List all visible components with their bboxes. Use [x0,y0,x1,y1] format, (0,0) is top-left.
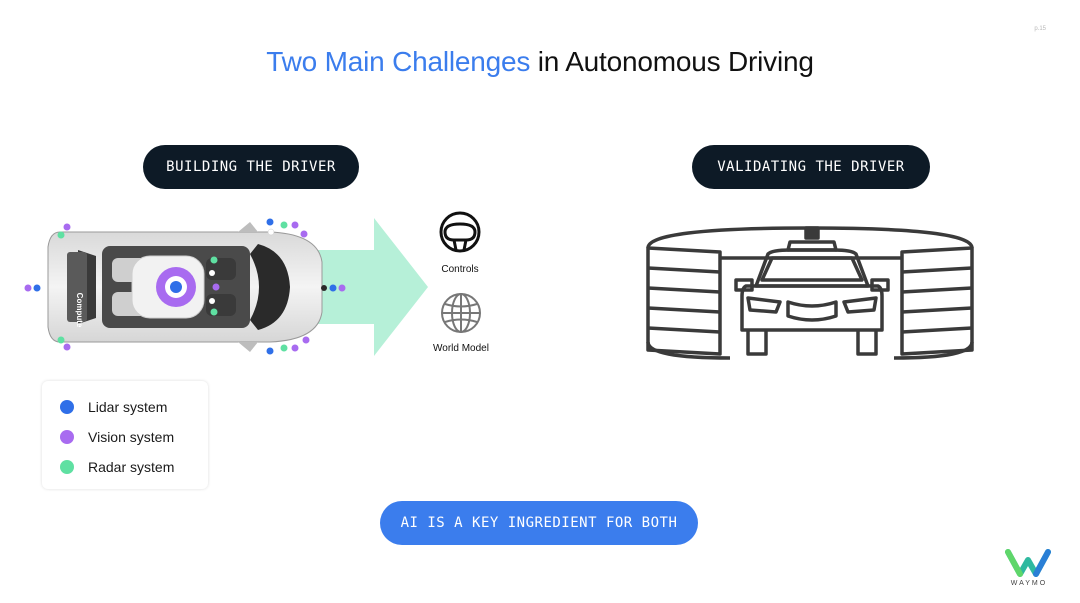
page-number: p.15 [1034,26,1046,32]
legend-label: Lidar system [88,399,168,415]
arrow-shape [312,218,428,356]
radar-dot-icon [60,460,74,474]
car-top-view [24,218,346,355]
legend-label: Vision system [88,429,175,445]
controls-label: Controls [441,264,479,275]
world-model-label: World Model [433,343,489,354]
validating-the-driver-pill: VALIDATING THE DRIVER [692,145,930,189]
slide-title: Two Main Challenges in Autonomous Drivin… [0,46,1080,78]
title-rest: in Autonomous Driving [530,46,814,77]
simulation-ring-car-icon [646,226,974,360]
ai-key-ingredient-pill: AI IS A KEY INGREDIENT FOR BOTH [380,501,698,545]
vision-dot-icon [60,430,74,444]
sensor-legend: Lidar system Vision system Radar system [42,381,208,489]
legend-item-lidar: Lidar system [60,399,167,415]
globe-icon [441,293,481,333]
lidar-dot-icon [60,400,74,414]
building-the-driver-pill: BUILDING THE DRIVER [143,145,359,189]
compute-label: Compute [75,292,85,328]
waymo-wordmark: WAYMO [1010,580,1048,587]
waymo-logo-icon [1005,549,1051,577]
steering-wheel-icon [439,211,481,253]
title-accent: Two Main Challenges [266,46,531,77]
legend-item-vision: Vision system [60,429,174,445]
legend-item-radar: Radar system [60,459,174,475]
legend-label: Radar system [88,459,175,475]
